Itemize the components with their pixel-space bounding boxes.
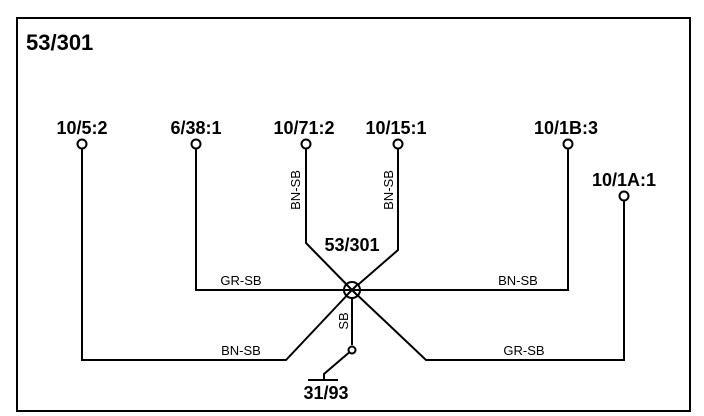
wire-10-15-1 <box>351 144 399 291</box>
wire-10-1a-1 <box>351 196 625 361</box>
connector-terminal-6-38-1 <box>190 138 202 150</box>
connector-label-10-71-2: 10/71:2 <box>273 118 334 138</box>
wire-code-10-5-2: BN-SB <box>221 343 261 358</box>
wire-code-10-71-2: BN-SB <box>288 170 303 210</box>
wire-code-10-1a-1: GR-SB <box>503 343 544 358</box>
connector-terminal-10-1b-3 <box>562 138 574 150</box>
connector-terminal-10-71-2 <box>300 138 312 150</box>
ground-terminal <box>347 345 357 355</box>
connector-label-10-1b-3: 10/1B:3 <box>534 118 598 138</box>
connector-label-10-1a-1: 10/1A:1 <box>592 170 656 190</box>
splice-symbol <box>343 281 361 299</box>
wire-code-ground: SB <box>336 312 351 329</box>
wire-10-5-2 <box>81 144 353 361</box>
connector-terminal-10-5-2 <box>76 138 88 150</box>
wire-code-10-15-1: BN-SB <box>381 170 396 210</box>
wire-code-6-38-1: GR-SB <box>220 273 261 288</box>
wire-6-38-1 <box>195 144 345 291</box>
connector-label-6-38-1: 6/38:1 <box>170 118 221 138</box>
diagram-title: 53/301 <box>26 30 93 55</box>
splice-label: 53/301 <box>324 235 379 255</box>
wire-10-1b-3 <box>360 144 569 291</box>
connector-label-10-5-2: 10/5:2 <box>56 118 107 138</box>
diagram-frame <box>16 17 691 412</box>
wire-ground-stub <box>323 349 353 380</box>
ground-label: 31/93 <box>303 383 348 403</box>
wire-code-10-1b-3: BN-SB <box>498 273 538 288</box>
connector-terminal-10-15-1 <box>392 138 404 150</box>
connector-terminal-10-1a-1 <box>618 190 630 202</box>
wire-10-71-2 <box>305 144 353 291</box>
connector-label-10-15-1: 10/15:1 <box>365 118 426 138</box>
